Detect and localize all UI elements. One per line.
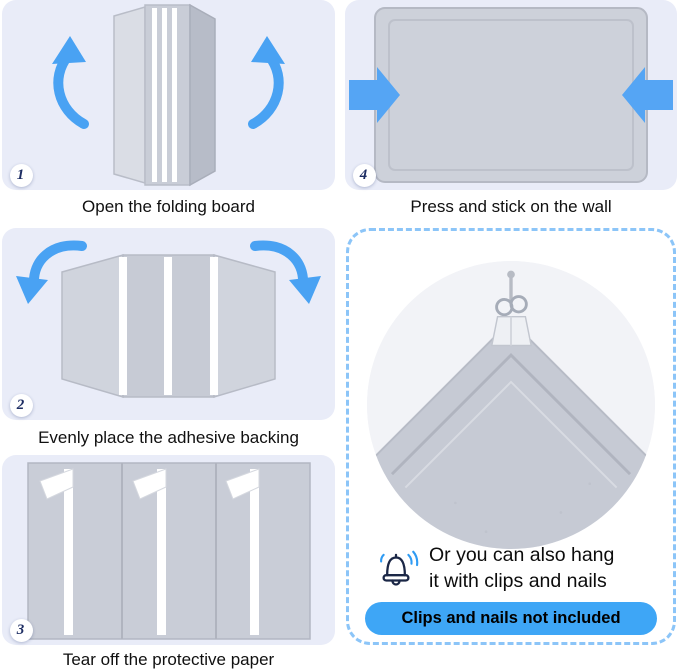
curved-arrow-left-icon [53, 51, 89, 129]
step-caption-1: Open the folding board [82, 197, 255, 216]
peeled-tabs [39, 468, 260, 500]
step-number: 4 [359, 167, 368, 183]
step-badge-2: 2 [10, 394, 33, 417]
step-number: 2 [16, 397, 25, 413]
clips-not-included-badge: Clips and nails not included [365, 602, 657, 635]
board-corner-with-clip-illustration [367, 261, 655, 549]
press-arrow-left-icon [349, 67, 400, 123]
step-panel-3: 3 [2, 455, 335, 645]
bell-icon [380, 550, 419, 586]
step-panel-2: 2 [2, 228, 335, 420]
folding-board-opening-illustration [52, 3, 285, 187]
step-caption-2: Evenly place the adhesive backing [38, 428, 299, 447]
sound-waves-icon [380, 550, 419, 567]
step-panel-1: 1 [2, 0, 335, 190]
trifold-board-illustration [16, 240, 321, 399]
tip-line-1: Or you can also hang [429, 544, 615, 566]
step-badge-3: 3 [10, 619, 33, 642]
curved-arrow-right-icon [248, 51, 284, 129]
adhesive-strips [64, 469, 259, 635]
protective-paper-illustration [27, 462, 311, 640]
step-caption-3: Tear off the protective paper [62, 650, 275, 669]
step-number: 3 [16, 622, 25, 638]
step-badge-4: 4 [353, 164, 376, 187]
step-badge-1: 1 [10, 164, 33, 187]
clip-and-nail-photo [367, 261, 655, 549]
alternative-hanging-tip-box: Or you can also hang it with clips and n… [346, 228, 676, 645]
step-caption-4: Press and stick on the wall [410, 197, 612, 216]
step-number: 1 [16, 167, 25, 183]
tip-text: Or you can also hang it with clips and n… [429, 543, 614, 594]
hanging-clip-icon [490, 295, 533, 347]
press-arrow-right-icon [622, 67, 673, 123]
step-panel-4: 4 [345, 0, 677, 190]
tip-row: Or you can also hang it with clips and n… [373, 543, 663, 594]
board-on-wall-illustration [349, 7, 673, 183]
tip-line-2: it with clips and nails [429, 569, 607, 592]
